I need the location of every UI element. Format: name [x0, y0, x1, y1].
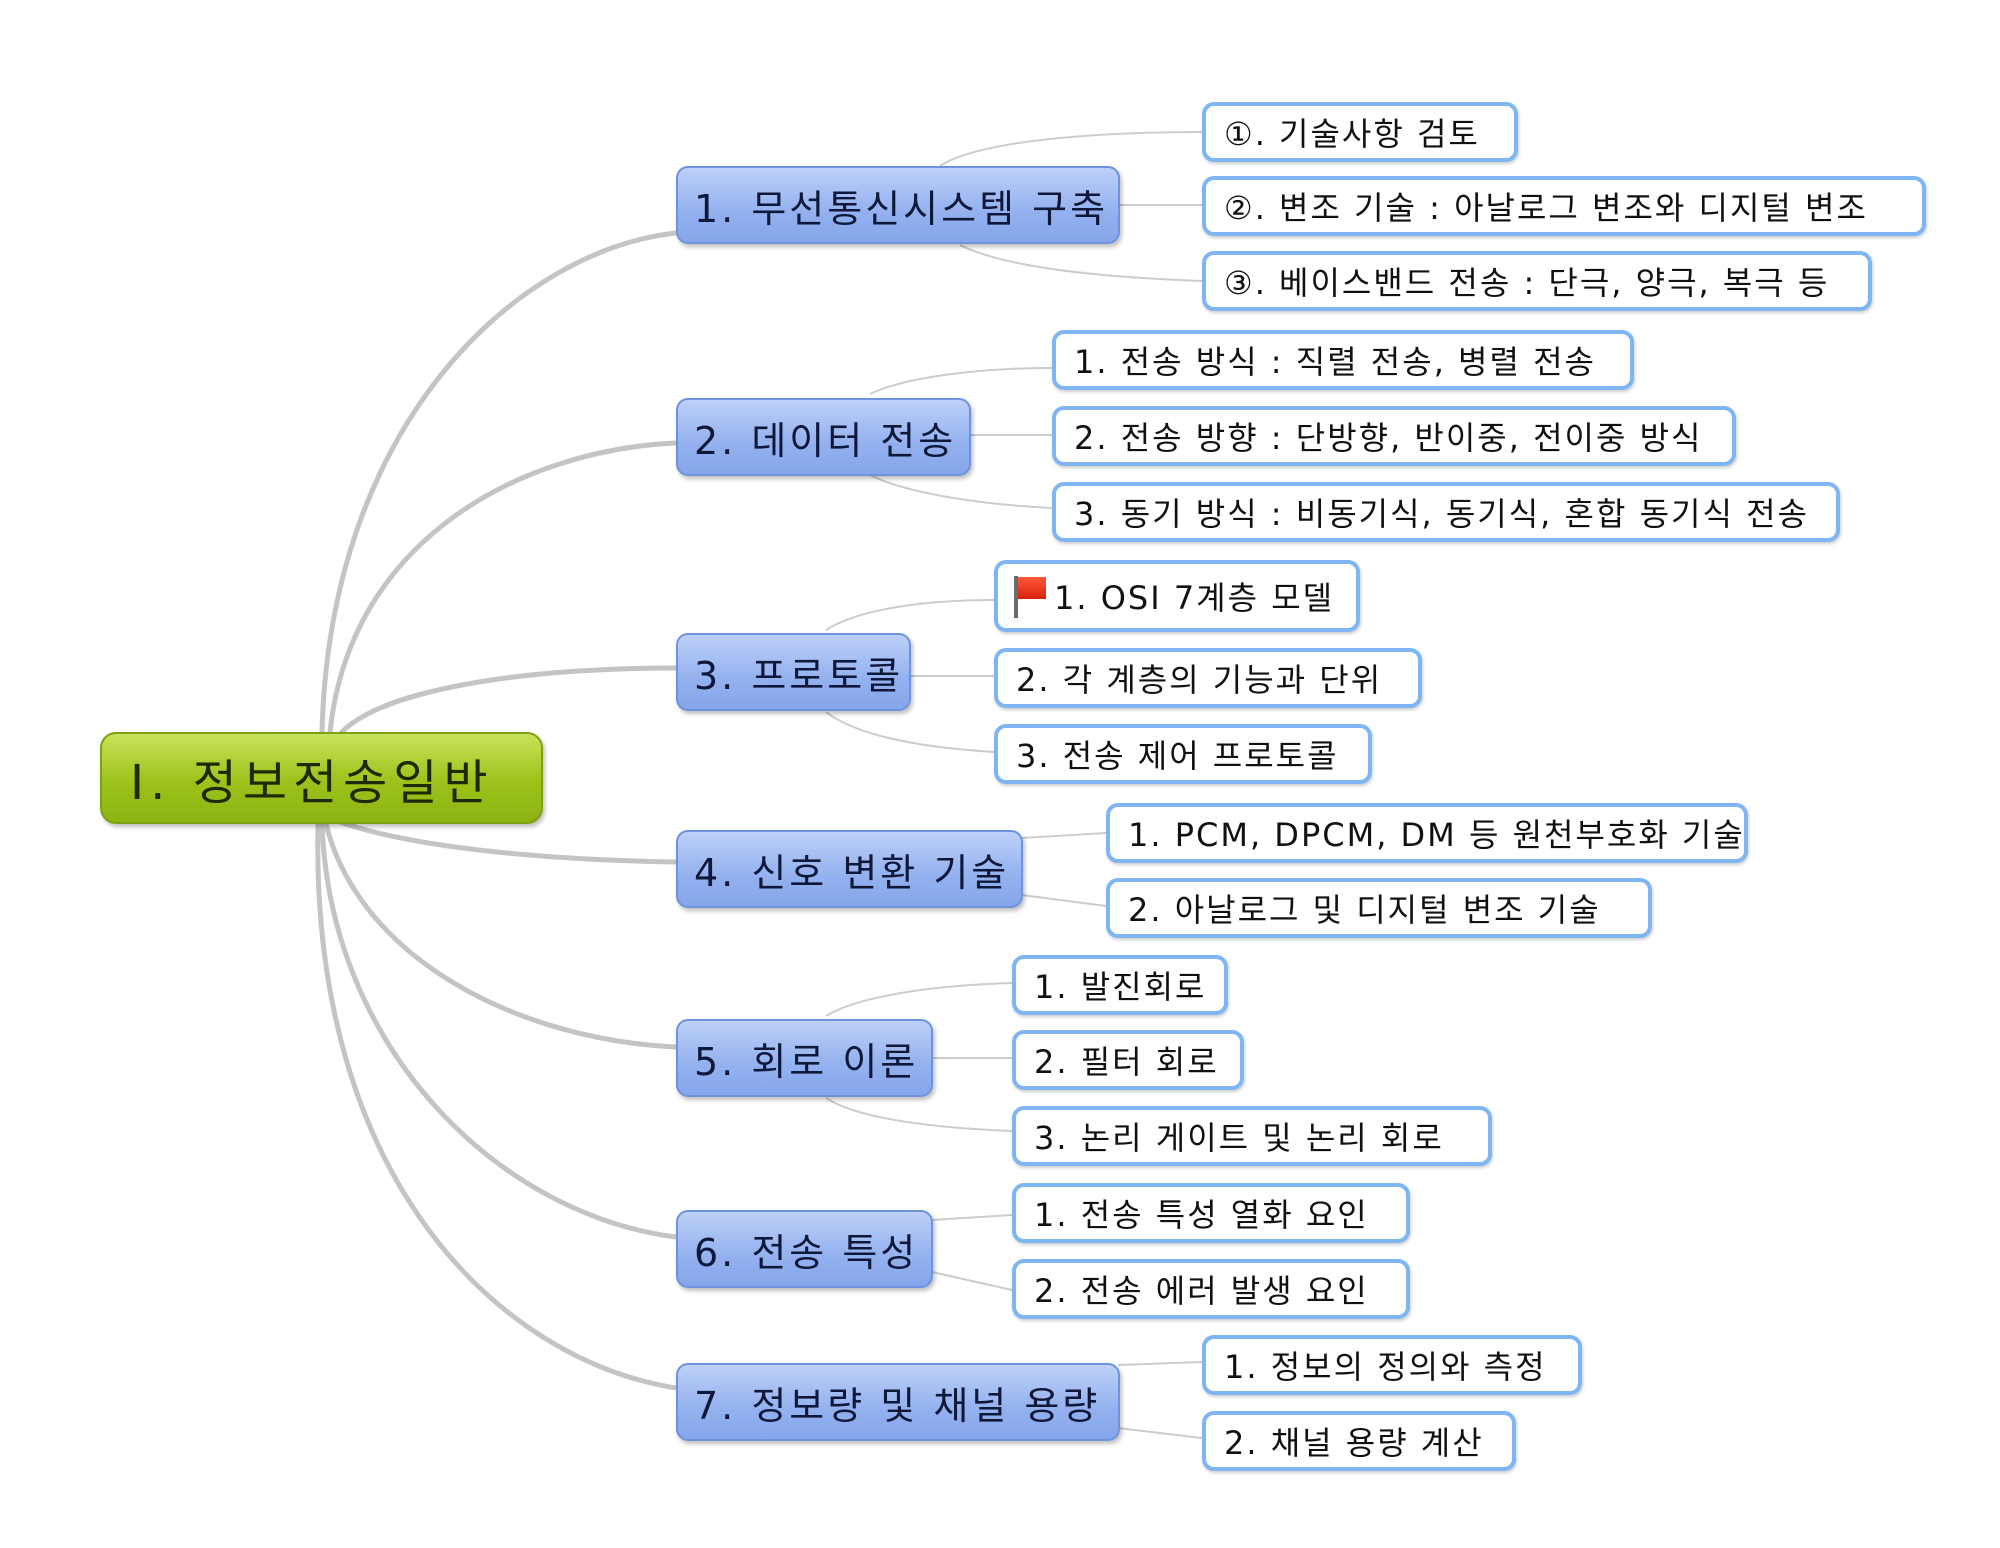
subtopic-7-2[interactable]: 2. 채널 용량 계산 [1202, 1411, 1516, 1471]
connector-root-topic-4 [339, 819, 677, 865]
connector-root-topic-7 [315, 823, 677, 1391]
main-topic-7[interactable]: 7. 정보량 및 채널 용량 [676, 1363, 1120, 1441]
subtopic-6-2[interactable]: 2. 전송 에러 발생 요인 [1012, 1259, 1410, 1319]
subtopic-3-1-label: 1. OSI 7계층 모델 [1054, 579, 1335, 617]
subtopic-1-3[interactable]: ③. 베이스밴드 전송 : 단극, 양극, 복극 등 [1202, 251, 1872, 311]
red-flag-icon [1010, 574, 1048, 618]
subtopic-5-1[interactable]: 1. 발진회로 [1012, 955, 1228, 1015]
subtopic-2-1[interactable]: 1. 전송 방식 : 직렬 전송, 병렬 전송 [1052, 330, 1634, 390]
main-topic-6[interactable]: 6. 전송 특성 [676, 1210, 933, 1288]
subtopic-5-2[interactable]: 2. 필터 회로 [1012, 1030, 1244, 1090]
connector-root-topic-5 [323, 823, 677, 1050]
connector-root-topic-1 [319, 230, 677, 733]
subtopic-4-2[interactable]: 2. 아날로그 및 디지털 변조 기술 [1106, 878, 1652, 938]
main-topic-3[interactable]: 3. 프로토콜 [676, 633, 911, 711]
subtopic-7-1[interactable]: 1. 정보의 정의와 측정 [1202, 1335, 1582, 1395]
main-topic-2[interactable]: 2. 데이터 전송 [676, 398, 971, 476]
subtopic-6-1[interactable]: 1. 전송 특성 열화 요인 [1012, 1183, 1410, 1243]
subtopic-1-1[interactable]: ①. 기술사항 검토 [1202, 102, 1518, 162]
central-topic[interactable]: Ⅰ. 정보전송일반 [100, 732, 543, 824]
main-topic-5[interactable]: 5. 회로 이론 [676, 1019, 933, 1097]
connector-root-topic-6 [319, 823, 677, 1240]
subtopic-2-3[interactable]: 3. 동기 방식 : 비동기식, 동기식, 혼합 동기식 전송 [1052, 482, 1840, 542]
main-topic-1[interactable]: 1. 무선통신시스템 구축 [676, 166, 1120, 244]
subtopic-3-1[interactable]: 1. OSI 7계층 모델 [994, 560, 1360, 632]
subtopic-3-2[interactable]: 2. 각 계층의 기능과 단위 [994, 648, 1422, 708]
subtopic-3-3[interactable]: 3. 전송 제어 프로토콜 [994, 724, 1372, 784]
connector-root-topic-2 [327, 440, 677, 733]
subtopic-4-1[interactable]: 1. PCM, DPCM, DM 등 원천부호화 기술 [1106, 803, 1748, 863]
connector-root-topic-3 [338, 665, 677, 736]
subtopic-5-3[interactable]: 3. 논리 게이트 및 논리 회로 [1012, 1106, 1492, 1166]
subtopic-2-2[interactable]: 2. 전송 방향 : 단방향, 반이중, 전이중 방식 [1052, 406, 1736, 466]
subtopic-1-2[interactable]: ②. 변조 기술 : 아날로그 변조와 디지털 변조 [1202, 176, 1926, 236]
main-topic-4[interactable]: 4. 신호 변환 기술 [676, 830, 1023, 908]
